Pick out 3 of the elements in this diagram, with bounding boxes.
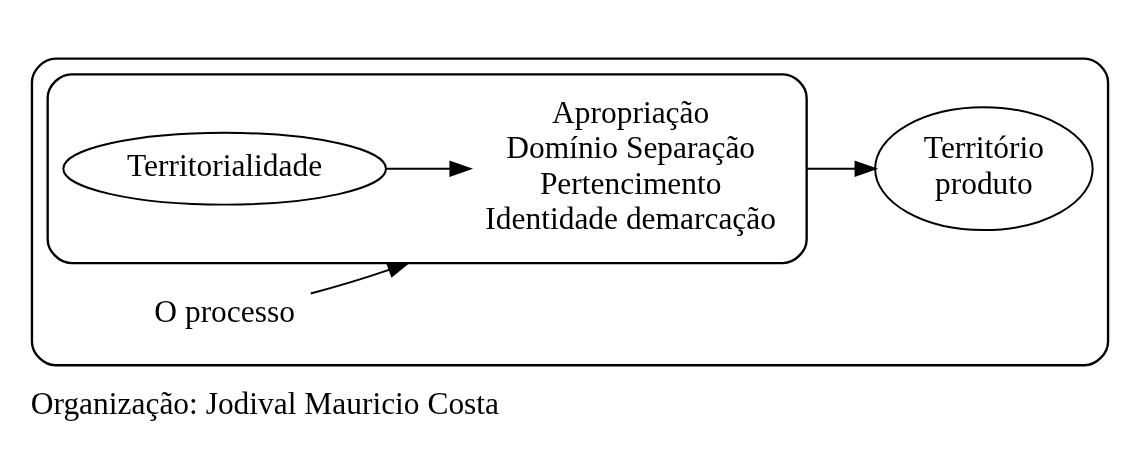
node-text: O processo [154,293,295,329]
node-text: Apropriação Domínio Separação Pertencimento Identidade demarcação [485,94,776,236]
caption: Organização: Jodival Mauricio Costa [30,385,500,421]
